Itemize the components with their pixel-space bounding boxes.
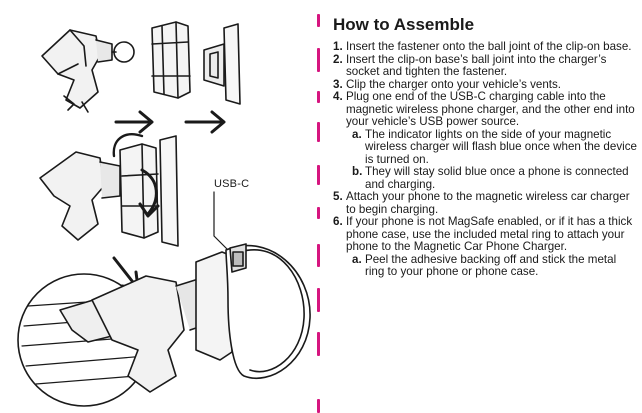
step-number: 4. — [333, 90, 343, 103]
substep-text: Peel the adhesive backing off and stick … — [365, 252, 617, 278]
divider-segment — [317, 332, 320, 356]
substep-item: a.Peel the adhesive backing off and stic… — [352, 252, 638, 279]
step-text: Clip the charger onto your vehicle’s ven… — [346, 77, 562, 91]
divider-segment — [317, 207, 320, 219]
mounted-charger-drawing — [91, 243, 311, 393]
divider-segment — [317, 244, 320, 267]
divider-segment — [317, 288, 320, 312]
substep-letter: a. — [352, 127, 362, 141]
instructions-panel: How to Assemble 1.Insert the fastener on… — [333, 15, 638, 279]
substep-letter: a. — [352, 252, 362, 266]
step-item: 1.Insert the fastener onto the ball join… — [333, 40, 638, 54]
substep-text: They will stay solid blue once a phone i… — [365, 165, 629, 191]
steps-list: 1.Insert the fastener onto the ball join… — [333, 40, 638, 279]
substeps-list: a.The indicator lights on the side of yo… — [346, 127, 638, 192]
step-text: Insert the fastener onto the ball joint … — [346, 40, 632, 53]
divider-segment — [317, 91, 320, 103]
step-item: 5.Attach your phone to the magnetic wire… — [333, 190, 638, 216]
divider-segment — [317, 399, 320, 413]
step-number: 1. — [333, 40, 343, 53]
step-number: 6. — [333, 215, 343, 228]
assembly-illustration — [17, 21, 311, 407]
usb-c-label: USB-C — [214, 178, 250, 190]
substep-item: a.The indicator lights on the side of yo… — [352, 127, 638, 167]
step-text: If your phone is not MagSafe enabled, or… — [346, 215, 633, 253]
step-number: 5. — [333, 190, 343, 203]
clip-on-base-drawing — [41, 29, 135, 113]
divider-segment — [317, 14, 320, 27]
step-item: 2.Insert the clip-on base’s ball joint i… — [333, 52, 638, 79]
divider-segment — [317, 165, 320, 185]
step-item: 6.If your phone is not MagSafe enabled, … — [333, 215, 638, 279]
step-text: Insert the clip-on base’s ball joint int… — [346, 52, 607, 78]
step-item: 3.Clip the charger onto your vehicle’s v… — [333, 77, 638, 92]
divider-segment — [317, 122, 320, 142]
divider-segment — [317, 48, 320, 72]
section-title: How to Assemble — [333, 15, 475, 34]
substeps-list: a.Peel the adhesive backing off and stic… — [346, 252, 638, 279]
step-item: 4.Plug one end of the USB-C charging cab… — [333, 90, 638, 192]
step-number: 3. — [333, 77, 343, 91]
substep-letter: b. — [352, 165, 363, 178]
step-text: Plug one end of the USB-C charging cable… — [346, 90, 635, 128]
charger-socket-drawing — [203, 23, 241, 105]
substep-text: The indicator lights on the side of your… — [365, 127, 637, 166]
substep-item: b.They will stay solid blue once a phone… — [352, 165, 638, 191]
step-number: 2. — [333, 52, 343, 66]
step-text: Attach your phone to the magnetic wirele… — [346, 190, 630, 216]
vent-clip-assembly-drawing — [39, 133, 179, 247]
fastener-drawing — [151, 21, 191, 99]
